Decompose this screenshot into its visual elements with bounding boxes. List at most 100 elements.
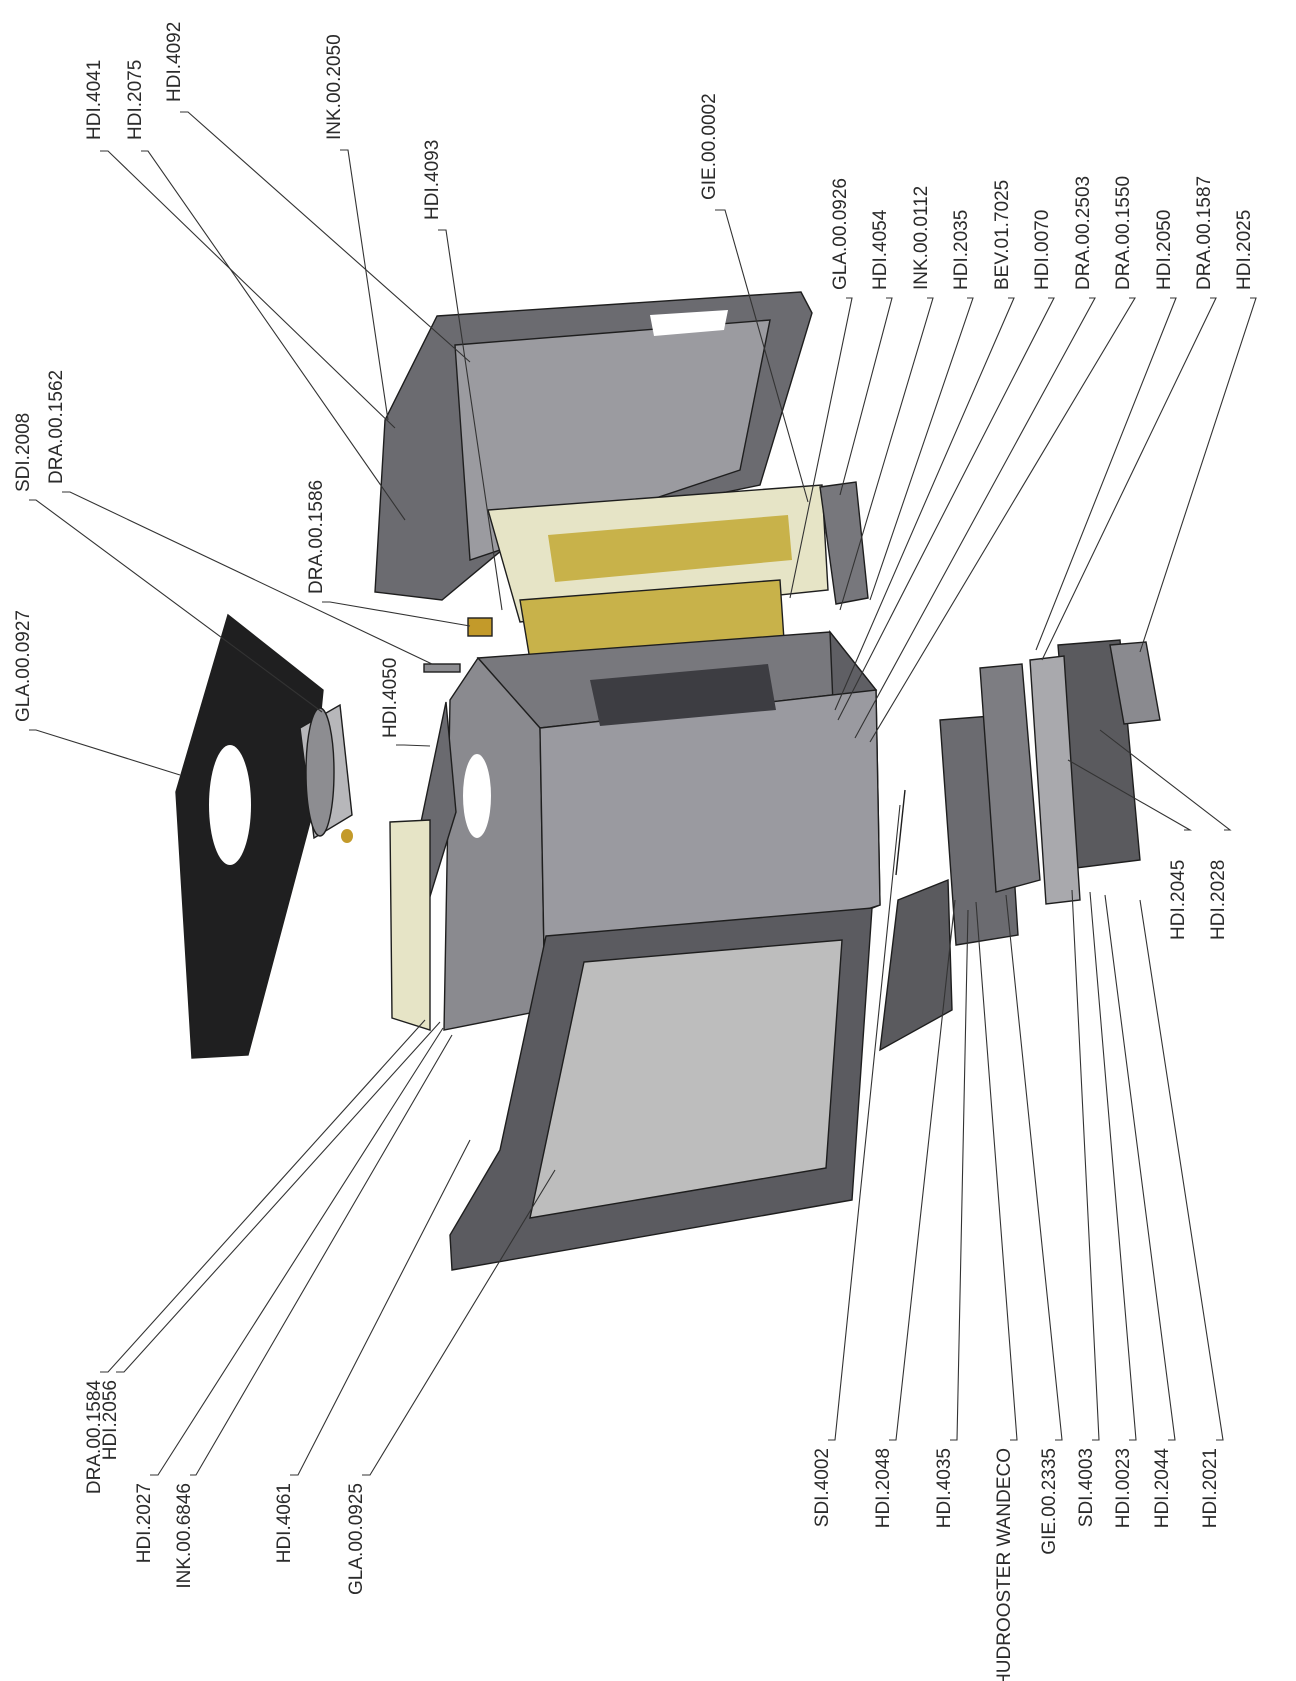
leader-hdi-4092 xyxy=(180,111,471,363)
label-dra-00-2503: DRA.00.2503 xyxy=(1073,176,1094,290)
leader-hdi-4054 xyxy=(839,297,893,496)
leader-ink-00-2050 xyxy=(340,149,389,421)
leader-dra-00-1584 xyxy=(100,1019,426,1373)
leader-dra-00-1586 xyxy=(322,601,471,627)
firebox-top-opening xyxy=(590,664,776,726)
leader-gla-00-0925 xyxy=(362,1169,556,1476)
label-ink-00-2050: INK.00.2050 xyxy=(324,34,345,140)
label-sdi-2008: SDI.2008 xyxy=(13,413,34,492)
label-hdi-2048: HDI.2048 xyxy=(873,1448,894,1528)
small-rod-part xyxy=(423,663,461,673)
door-part xyxy=(449,907,873,1271)
left-liner-part xyxy=(389,819,431,1031)
front-deflector-part xyxy=(879,878,953,1052)
leader-sdi-2008 xyxy=(29,499,323,713)
label-hdi-2075: HDI.2075 xyxy=(125,60,146,140)
leader-hdi-2050 xyxy=(1035,297,1177,651)
wall-plate-hole xyxy=(209,745,251,865)
label-dra-00-1562: DRA.00.1562 xyxy=(46,370,67,484)
leader-hdi-2035 xyxy=(869,297,974,601)
label-dra-00-1587: DRA.00.1587 xyxy=(1194,176,1215,290)
leader-hdi-2056 xyxy=(116,1021,441,1373)
leader-hdi-2075 xyxy=(141,150,406,521)
leader-ink-00-6846 xyxy=(190,1034,453,1476)
leader-hdi-4041 xyxy=(100,150,396,429)
label-hdi-4061: HDI.4061 xyxy=(274,1483,295,1563)
leader-hdi-2028 xyxy=(1099,729,1232,831)
leader-gla-00-0926 xyxy=(789,297,853,599)
baffle-plate-grate xyxy=(548,515,792,582)
leader-lines xyxy=(29,111,1257,1476)
door-glass xyxy=(529,939,843,1219)
flue-collar-bolt xyxy=(341,829,353,843)
label-hdi-0023: HDI.0023 xyxy=(1113,1448,1134,1528)
label-dra-00-1586: DRA.00.1586 xyxy=(306,480,327,594)
leader-ink-00-0112 xyxy=(839,297,934,611)
label-sdi-4003: SDI.4003 xyxy=(1076,1448,1097,1527)
leader-dra-00-2503 xyxy=(854,297,1096,739)
leader-schudrooster xyxy=(975,901,1018,1441)
label-gla-00-0925: GLA.00.0925 xyxy=(346,1483,367,1595)
label-bev-01-7025: BEV.01.7025 xyxy=(992,180,1013,290)
label-gie-00-2335: GIE.00.2335 xyxy=(1039,1448,1060,1555)
leader-hdi-2021 xyxy=(1139,899,1224,1441)
leader-hdi-4093 xyxy=(438,229,503,611)
label-schudrooster-wandeco: SCHUDROOSTER WANDECO xyxy=(994,1448,1015,1681)
leader-hdi-4035 xyxy=(950,909,969,1441)
flue-collar-rim xyxy=(305,707,335,837)
label-hdi-2027: HDI.2027 xyxy=(134,1483,155,1563)
leader-dra-00-1562 xyxy=(62,491,433,665)
label-hdi-2028: HDI.2028 xyxy=(1208,860,1229,940)
label-gla-00-0927: GLA.00.0927 xyxy=(13,610,34,722)
label-hdi-4093: HDI.4093 xyxy=(422,140,443,220)
label-hdi-2025: HDI.2025 xyxy=(1234,210,1255,290)
leader-gla-00-0927 xyxy=(29,729,181,776)
shaker-grate xyxy=(979,663,1041,893)
leader-hdi-4061 xyxy=(290,1139,471,1476)
label-hdi-4035: HDI.4035 xyxy=(934,1448,955,1528)
label-hdi-2035: HDI.2035 xyxy=(951,210,972,290)
leader-hdi-2045 xyxy=(1067,759,1193,831)
label-hdi-4050: HDI.4050 xyxy=(380,658,401,738)
leader-dra-00-1587 xyxy=(1041,297,1217,661)
leader-gie-00-0002 xyxy=(715,209,809,503)
ash-pan-slide xyxy=(1029,655,1081,905)
firebox-flue-hole xyxy=(463,754,491,838)
label-hdi-4054: HDI.4054 xyxy=(870,209,891,290)
leader-sdi-4003 xyxy=(1071,889,1100,1441)
label-hdi-2021: HDI.2021 xyxy=(1200,1448,1221,1528)
label-hdi-2056: HDI.2056 xyxy=(100,1380,121,1460)
label-hdi-2045: HDI.2045 xyxy=(1168,860,1189,940)
label-hdi-4041: HDI.4041 xyxy=(84,60,105,140)
leader-dra-00-1550 xyxy=(869,297,1136,743)
label-hdi-2044: HDI.2044 xyxy=(1152,1448,1173,1529)
label-hdi-2050: HDI.2050 xyxy=(1154,210,1175,290)
side-bracket-part xyxy=(819,481,869,605)
end-bracket-part xyxy=(1109,641,1161,725)
label-sdi-4002: SDI.4002 xyxy=(812,1448,833,1527)
label-ink-00-0112: INK.00.0112 xyxy=(911,186,932,290)
leader-sdi-4002 xyxy=(828,804,901,1441)
label-hdi-4092: HDI.4092 xyxy=(164,22,185,102)
leader-bev-01-7025 xyxy=(834,297,1015,711)
rod-part xyxy=(895,789,906,876)
top-housing-part xyxy=(374,291,813,601)
leader-hdi-0023 xyxy=(1089,891,1137,1441)
leader-hdi-2027 xyxy=(150,1027,444,1476)
leader-hdi-2044 xyxy=(1104,894,1176,1441)
label-gla-00-0926: GLA.00.0926 xyxy=(830,178,851,290)
grate-assembly-part xyxy=(939,639,1161,946)
leader-hdi-2048 xyxy=(889,899,956,1441)
flue-collar-part xyxy=(299,703,353,843)
top-housing-slot xyxy=(650,310,728,336)
firebox-left-face xyxy=(443,656,546,1031)
label-ink-00-6846: INK.00.6846 xyxy=(174,1483,195,1589)
label-dra-00-1550: DRA.00.1550 xyxy=(1113,176,1134,290)
leader-hdi-0070 xyxy=(837,297,1055,721)
part-labels: HDI.4041 HDI.2075 HDI.4092 INK.00.2050 H… xyxy=(13,22,1255,1681)
label-hdi-0070: HDI.0070 xyxy=(1032,210,1053,290)
wall-plate-part xyxy=(175,613,324,1059)
wall-plate-shape xyxy=(175,613,324,1059)
